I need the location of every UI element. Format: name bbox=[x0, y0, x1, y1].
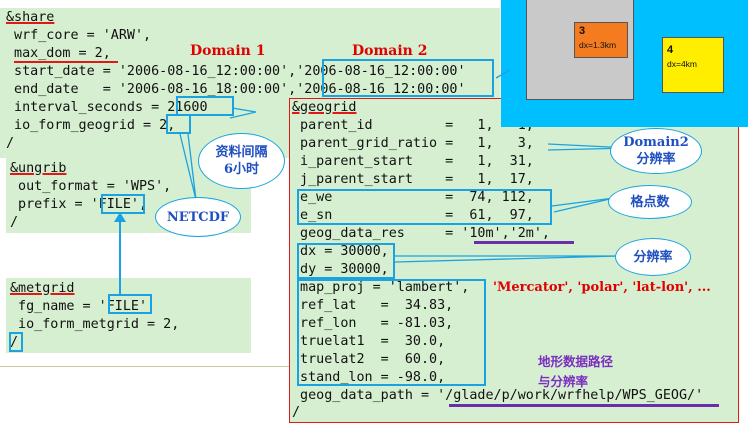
domain-4-dx: dx=4km bbox=[667, 59, 697, 69]
geog-data-res-underline bbox=[474, 241, 574, 244]
domain1-label: Domain 1 bbox=[190, 43, 266, 59]
domain2-resolution-callout: Domain2 分辨率 bbox=[610, 128, 702, 174]
geogrid-line-e-sn: e_sn = 61, 97, bbox=[292, 208, 534, 223]
metgrid-line-end: / bbox=[10, 335, 19, 350]
share-line-max-dom: max_dom = 2, bbox=[6, 46, 111, 61]
terrain-note-line1: 地形数据路径 bbox=[538, 354, 614, 369]
ungrib-header: &ungrib bbox=[10, 161, 67, 176]
share-header: &share bbox=[6, 10, 55, 25]
geog-data-path-underline bbox=[449, 404, 719, 407]
geogrid-line-geog-data-path: geog_data_path = '/glade/p/work/wrfhelp/… bbox=[292, 388, 704, 403]
interval-callout: 资料间隔 6小时 bbox=[198, 133, 285, 189]
share-line-end: / bbox=[6, 136, 15, 151]
geogrid-line-geog-data-res: geog_data_res = '10m','2m', bbox=[292, 226, 550, 241]
metgrid-header: &metgrid bbox=[10, 281, 75, 296]
geogrid-header: &geogrid bbox=[292, 100, 357, 115]
geogrid-line-stand-lon: stand_lon = -98.0, bbox=[292, 370, 446, 385]
netcdf-callout-text: NETCDF bbox=[166, 209, 230, 225]
separator-line bbox=[0, 366, 290, 367]
geogrid-line-parent-id: parent_id = 1, 1, bbox=[292, 118, 534, 133]
geogrid-line-e-we: e_we = 74, 112, bbox=[292, 190, 534, 205]
prefix-file-box bbox=[101, 194, 145, 214]
netcdf-callout: NETCDF bbox=[155, 197, 241, 237]
metgrid-line-io-form: io_form_metgrid = 2, bbox=[10, 317, 180, 332]
max-dom-underline bbox=[14, 61, 118, 63]
geogrid-line-dy: dy = 30000, bbox=[292, 262, 389, 277]
metgrid-slash-box bbox=[9, 332, 23, 352]
interval-callout-line1: 资料间隔 bbox=[215, 145, 268, 160]
domain-3-box: 3 dx=1.3km bbox=[574, 22, 628, 58]
metgrid-panel bbox=[6, 278, 251, 353]
e-we-sn-box bbox=[297, 189, 552, 225]
dx-dy-box bbox=[297, 243, 395, 279]
share-line-wrf-core: wrf_core = 'ARW', bbox=[6, 28, 152, 43]
share-line-io-form: io_form_geogrid = 2, bbox=[6, 118, 176, 133]
domain-4-number: 4 bbox=[667, 44, 674, 56]
share-line-start-date: start_date = '2006-08-16_12:00:00','2006… bbox=[6, 64, 466, 79]
map-proj-options-label: 'Mercator', 'polar', 'lat-lon', ... bbox=[493, 280, 711, 295]
terrain-note-line2: 与分辨率 bbox=[538, 374, 589, 389]
domain-map: 3 dx=1.3km 4 dx=4km bbox=[501, 0, 748, 127]
ungrib-line-prefix: prefix = 'FILE', bbox=[10, 197, 148, 212]
geogrid-line-truelat2: truelat2 = 60.0, bbox=[292, 352, 446, 367]
domain2-dates-box bbox=[322, 59, 494, 97]
resolution-callout-text: 分辨率 bbox=[633, 249, 673, 265]
geogrid-line-i-parent-start: i_parent_start = 1, 31, bbox=[292, 154, 534, 169]
ungrib-line-end: / bbox=[10, 215, 19, 230]
grid-points-callout-text: 格点数 bbox=[630, 194, 670, 210]
domain2-resolution-line1: Domain2 bbox=[623, 135, 689, 150]
geogrid-line-ref-lon: ref_lon = -81.03, bbox=[292, 316, 454, 331]
interval-box bbox=[176, 96, 234, 116]
io-form-box bbox=[166, 114, 191, 134]
geogrid-line-truelat1: truelat1 = 30.0, bbox=[292, 334, 446, 349]
domain-4-box: 4 dx=4km bbox=[662, 37, 724, 93]
domain2-resolution-line2: 分辨率 bbox=[636, 152, 676, 167]
geogrid-line-end: / bbox=[292, 405, 301, 420]
ungrib-line-out-format: out_format = 'WPS', bbox=[10, 179, 172, 194]
metgrid-line-fg-name: fg_name = 'FILE' bbox=[10, 299, 148, 314]
geogrid-line-parent-grid-ratio: parent_grid_ratio = 1, 3, bbox=[292, 136, 534, 151]
geogrid-line-ref-lat: ref_lat = 34.83, bbox=[292, 298, 454, 313]
map-params-box bbox=[297, 279, 486, 386]
geogrid-line-j-parent-start: j_parent_start = 1, 17, bbox=[292, 172, 534, 187]
domain2-label: Domain 2 bbox=[352, 43, 428, 59]
domain-3-dx: dx=1.3km bbox=[579, 40, 617, 50]
resolution-callout: 分辨率 bbox=[615, 238, 691, 276]
geogrid-line-dx: dx = 30000, bbox=[292, 244, 389, 259]
fg-name-file-box bbox=[108, 294, 152, 314]
geogrid-line-map-proj: map_proj = 'lambert', bbox=[292, 280, 470, 295]
grid-points-callout: 格点数 bbox=[608, 185, 692, 219]
interval-callout-line2: 6小时 bbox=[223, 162, 260, 177]
domain-3-number: 3 bbox=[579, 25, 586, 37]
share-line-end-date: end_date = '2006-08-16_18:00:00','2006-0… bbox=[6, 82, 466, 97]
